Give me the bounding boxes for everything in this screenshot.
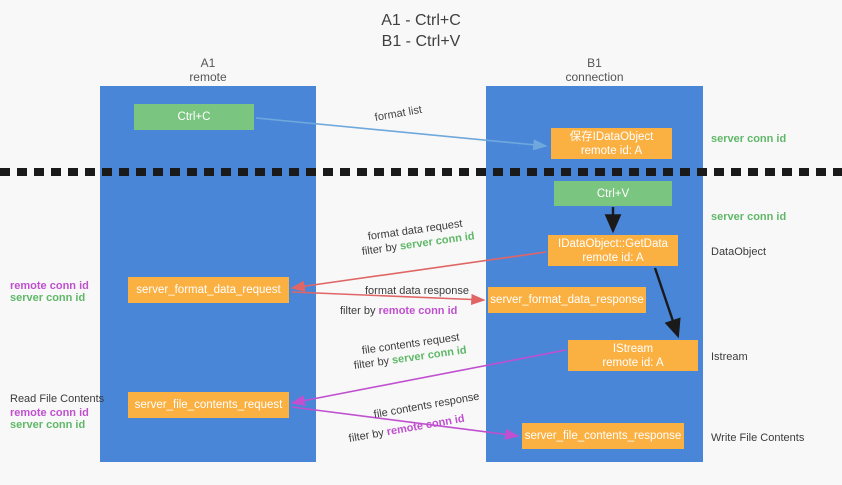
node-server-file-contents-response[interactable]: server_file_contents_response <box>522 423 684 449</box>
title-line-2: B1 - Ctrl+V <box>381 33 461 50</box>
node-istream[interactable]: IStream remote id: A <box>568 340 698 371</box>
annotation-dataobject: DataObject <box>711 246 767 258</box>
filter-prefix: filter by <box>361 240 401 258</box>
node-server-file-contents-request[interactable]: server_file_contents_request <box>128 392 289 418</box>
node-server-file-contents-request-label: server_file_contents_request <box>134 399 283 411</box>
node-idataobject-getdata-label: IDataObject::GetData <box>558 237 668 250</box>
column-header-a1-name: A1 <box>200 56 216 70</box>
edge-label-format-list-text: format list <box>373 103 423 124</box>
annotation-remote-conn-id-2: remote conn id <box>10 407 89 419</box>
filter-id-remote-conn-id: remote conn id <box>378 305 458 317</box>
annotation-server-conn-id-mid: server conn id <box>711 211 787 223</box>
filter-prefix: filter by <box>353 354 393 372</box>
node-ctrl-v[interactable]: Ctrl+V <box>554 181 672 206</box>
annotation-write-file-contents: Write File Contents <box>711 432 805 444</box>
title-line-1: A1 - Ctrl+C <box>381 12 461 29</box>
filter-prefix: filter by <box>347 426 388 445</box>
column-header-a1-role: remote <box>189 70 227 84</box>
annotation-remote-conn-id-1: remote conn id <box>10 280 89 292</box>
edge-label-format-data-response-text: format data response <box>365 285 469 297</box>
edge-label-format-data-response-filter: filter by remote conn id <box>340 304 457 319</box>
node-istream-label: IStream <box>612 342 654 355</box>
annotation-server-conn-id-1: server conn id <box>10 292 86 304</box>
phase-divider <box>0 168 842 176</box>
column-header-b1-role: connection <box>565 70 624 84</box>
node-save-idataobject[interactable]: 保存IDataObject remote id: A <box>551 128 672 159</box>
node-istream-sub: remote id: A <box>602 356 664 369</box>
node-server-format-data-response[interactable]: server_format_data_response <box>488 287 646 313</box>
column-header-a1: A1 remote <box>100 56 316 84</box>
node-server-file-contents-response-label: server_file_contents_response <box>524 430 682 442</box>
node-save-idataobject-label: 保存IDataObject <box>569 130 654 143</box>
filter-prefix: filter by <box>340 305 379 317</box>
edge-label-format-list: format list <box>374 103 424 126</box>
annotation-read-file-contents: Read File Contents <box>10 393 105 405</box>
page-title: A1 - Ctrl+C B1 - Ctrl+V <box>0 10 842 52</box>
edge-label-format-data-response: format data response <box>365 284 469 299</box>
node-server-format-data-response-label: server_format_data_response <box>490 294 644 306</box>
node-idataobject-getdata[interactable]: IDataObject::GetData remote id: A <box>548 235 678 266</box>
annotation-server-conn-id-top: server conn id <box>711 133 787 145</box>
annotation-server-conn-id-2: server conn id <box>10 419 86 431</box>
node-idataobject-getdata-sub: remote id: A <box>582 251 644 264</box>
annotation-istream: Istream <box>711 351 748 363</box>
node-ctrl-c[interactable]: Ctrl+C <box>134 104 254 130</box>
column-header-b1-name: B1 <box>587 56 602 70</box>
column-header-b1: B1 connection <box>486 56 703 84</box>
node-save-idataobject-sub: remote id: A <box>580 144 643 157</box>
node-ctrl-c-label: Ctrl+C <box>177 111 211 123</box>
node-ctrl-v-label: Ctrl+V <box>596 187 630 200</box>
node-server-format-data-request[interactable]: server_format_data_request <box>128 277 289 303</box>
node-server-format-data-request-label: server_format_data_request <box>136 284 281 296</box>
